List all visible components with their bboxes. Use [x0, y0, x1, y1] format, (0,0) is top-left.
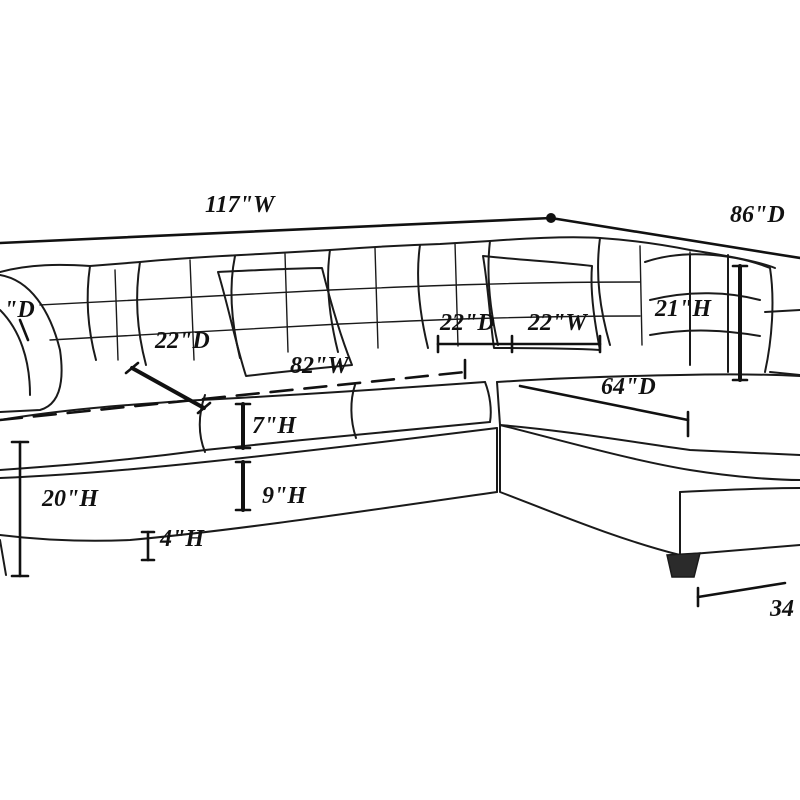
arm-depth-label: "D — [4, 297, 35, 323]
sofa-base — [0, 427, 498, 576]
back-cushions — [0, 236, 776, 366]
cushion-height-label: 7"H — [252, 413, 297, 439]
back-height-label: 21"H — [654, 296, 712, 322]
overall-depth-label: 86"D — [730, 202, 785, 228]
chaise-depth-dim — [518, 384, 690, 438]
chaise-leg — [666, 552, 701, 578]
chaise-width-label: 34 — [769, 596, 794, 622]
seat-height-dim — [10, 440, 30, 578]
seat-height-label: 20"H — [41, 486, 99, 512]
left-arm — [0, 274, 63, 413]
overall-depth-line — [549, 216, 800, 260]
seat-depth-label: 22"D — [154, 328, 210, 354]
back-depth-label: 22"D — [439, 310, 495, 336]
chaise-depth-label: 64"D — [601, 374, 656, 400]
base-height-dim — [234, 460, 252, 512]
chaise-width-dim — [696, 581, 787, 608]
seat-cushions — [0, 381, 492, 471]
leg-height-label: 4"H — [159, 526, 205, 552]
base-height-label: 9"H — [262, 483, 307, 509]
chaise-back — [644, 253, 800, 376]
seat-width-label: 82"W — [290, 353, 350, 379]
pillow-left — [217, 267, 353, 377]
leg-height-dim — [140, 530, 156, 562]
seat-depth-dim — [124, 361, 212, 415]
overall-width-label: 117"W — [205, 192, 276, 218]
seat-width-dim — [0, 358, 467, 422]
back-width-label: 22"W — [527, 310, 588, 336]
back-depth-width-dim — [436, 334, 602, 354]
arm-depth-dim — [18, 318, 30, 342]
back-height-dim — [731, 264, 749, 382]
cushion-height-dim — [234, 402, 252, 450]
overall-width-line — [0, 213, 556, 245]
chaise — [496, 373, 800, 578]
